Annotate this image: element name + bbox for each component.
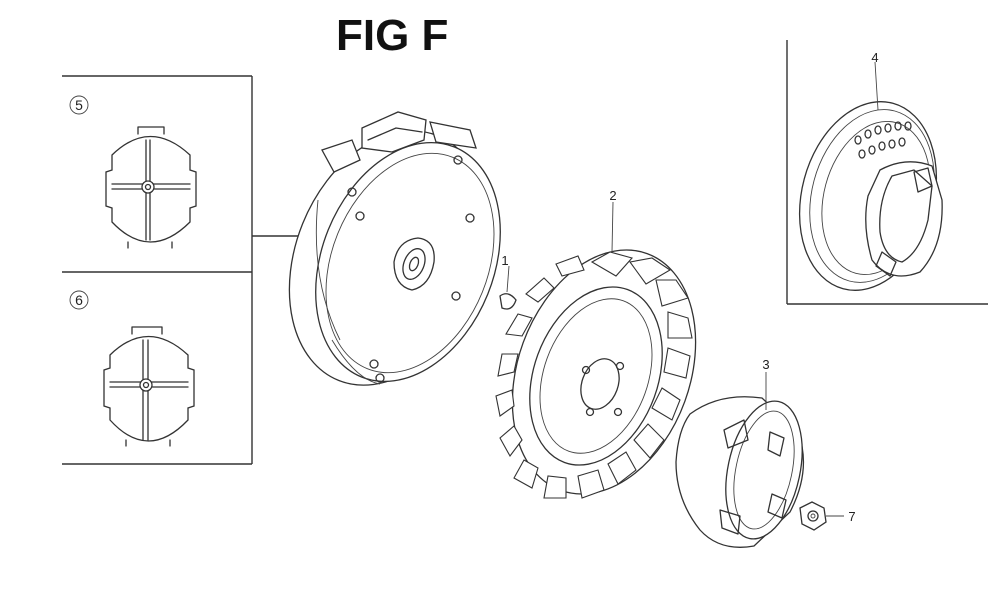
inset-frame-left	[62, 75, 306, 465]
part-6-hub	[103, 326, 195, 447]
callout-4: 3	[762, 357, 769, 372]
svg-text:6: 6	[75, 292, 83, 308]
svg-text:5: 5	[75, 97, 83, 113]
callout-1: 1	[501, 253, 508, 268]
callout-3: 4	[871, 50, 878, 65]
part-5-hub	[105, 126, 197, 249]
ratchet-holes	[854, 121, 912, 159]
part-1-key: 1	[499, 253, 517, 310]
callout-2: 2	[609, 188, 616, 203]
callout-6: 6	[69, 290, 89, 310]
part-2-cooling-fan: 2	[495, 188, 697, 499]
part-4-starter-cup: 3	[675, 357, 805, 548]
figure-title: FIG F	[336, 11, 448, 60]
fan-blades	[495, 251, 693, 499]
part-7-nut: 7	[799, 501, 856, 531]
callout-5: 5	[69, 95, 89, 115]
callout-7: 7	[848, 509, 855, 524]
rotor-assembly	[288, 111, 501, 386]
part-3-pulley: 4	[798, 50, 943, 291]
inset-frame-right	[786, 40, 988, 305]
